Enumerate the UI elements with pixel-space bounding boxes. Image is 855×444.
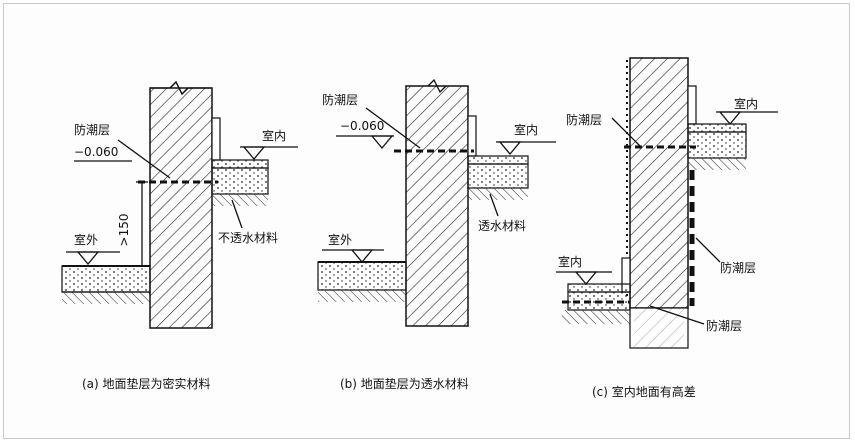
indoor-label-b: 室内 [514,122,538,137]
earth-a-outdoor [62,292,150,304]
damp-label-c-vertical: 防潮层 [720,260,756,275]
indoor-label-a: 室内 [262,128,286,143]
material-label-b: 透水材料 [478,219,526,233]
material-label-a: 不透水材料 [218,231,278,245]
wall-b [405,85,469,327]
indoor-label-c-top: 室内 [734,96,758,111]
damp-label-a: 防潮层 [74,122,110,137]
upper-floor-bed-c [687,131,747,159]
caption-c: (c) 室内地面有高差 [592,384,696,399]
outdoor-fill-b [317,261,407,291]
outdoor-fill-a [61,265,151,293]
earth-c-upper [688,158,746,170]
wall-a [149,87,213,329]
upper-floor-finish-c [687,123,747,133]
floor-finish-a [211,159,269,169]
caption-a: (a) 地面垫层为密实材料 [82,376,211,391]
wall-c [629,57,689,309]
earth-b-indoor [468,188,528,200]
panel-b: 防潮层 −0.060 室内 室外 透水材料 (b) 地面垫层为透水材料 [317,78,556,391]
level-label-a: −0.060 [74,145,118,159]
level-label-b: −0.060 [340,119,384,133]
panel-c: 防潮层 室内 室内 防潮层 防潮层 (c) 室内地面有高差 [556,57,778,399]
damp-label-b: 防潮层 [322,92,358,107]
damp-label-c-bottom: 防潮层 [706,318,742,333]
floor-finish-b [467,155,529,165]
floor-bed-a [211,167,269,195]
outdoor-label-a: 室外 [74,232,98,247]
dim-label-a: >150 [117,214,131,247]
indoor-label-c-bottom: 室内 [558,254,582,269]
floor-bed-b [467,163,529,189]
lower-floor-finish-c [567,283,631,293]
panel-a: >150 防潮层 −0.060 室内 室外 不透水材料 (a) 地面垫层为密实材… [61,80,298,391]
earth-c-lower [562,310,630,324]
earth-b-outdoor [318,290,406,302]
damp-label-c-top: 防潮层 [566,112,602,127]
earth-a-indoor [212,194,268,206]
caption-b: (b) 地面垫层为透水材料 [340,376,469,391]
outdoor-label-b: 室外 [328,232,352,247]
